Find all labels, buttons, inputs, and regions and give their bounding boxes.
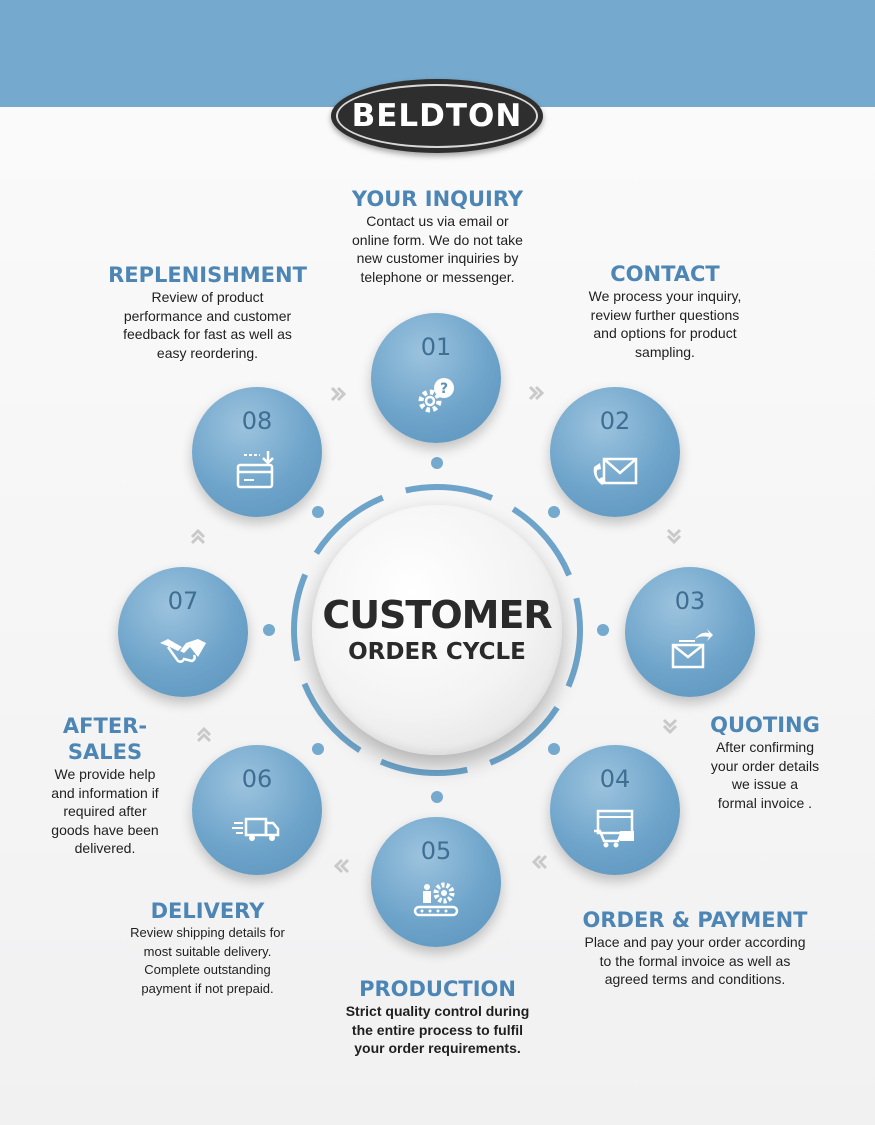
step-number: 02 bbox=[599, 407, 631, 435]
step-01-circle: 01 ? bbox=[371, 313, 501, 443]
step-05-circle: 05 bbox=[371, 817, 501, 947]
step-title: REPLENISHMENT bbox=[108, 263, 307, 287]
center-disc: CUSTOMER ORDER CYCLE bbox=[312, 505, 562, 755]
step-title: AFTER-SALES bbox=[62, 714, 148, 764]
chevron-right-icon bbox=[330, 386, 347, 402]
step-description-line: Review shipping details for bbox=[130, 925, 285, 940]
step-04-label: ORDER & PAYMENT Place and pay your order… bbox=[560, 907, 830, 989]
conveyor-gear-icon bbox=[413, 882, 459, 917]
step-number: 04 bbox=[599, 765, 631, 793]
step-03-label: QUOTING After confirming your order deta… bbox=[685, 712, 845, 812]
step-title: ORDER & PAYMENT bbox=[582, 908, 808, 932]
step-number: 07 bbox=[167, 587, 199, 615]
connector-dot bbox=[548, 743, 560, 755]
step-description-line: agreed terms and conditions. bbox=[604, 971, 786, 987]
center-subtitle: ORDER CYCLE bbox=[348, 639, 526, 665]
chevron-up-icon bbox=[196, 726, 212, 743]
step-04-circle: 04 bbox=[550, 745, 680, 875]
step-number: 06 bbox=[241, 765, 273, 793]
step-description-line: Complete outstanding bbox=[144, 962, 271, 977]
chevron-up-icon bbox=[190, 528, 206, 545]
chevron-left-icon bbox=[531, 854, 548, 870]
step-description-line: Review of product bbox=[151, 289, 264, 305]
step-description-line: After confirming bbox=[715, 739, 815, 755]
step-description-line: formal invoice . bbox=[717, 794, 813, 811]
chevron-down-icon bbox=[662, 718, 678, 735]
step-02-circle: 02 bbox=[550, 387, 680, 517]
step-number: 08 bbox=[241, 407, 273, 435]
step-description-line: your order requirements. bbox=[354, 1040, 521, 1056]
step-description-line: required after bbox=[63, 803, 147, 819]
step-description-line: and options for product bbox=[593, 325, 737, 341]
step-03-circle: 03 bbox=[625, 567, 755, 697]
step-number: 01 bbox=[420, 333, 452, 361]
step-number: 05 bbox=[420, 837, 452, 865]
step-description-line: We provide help bbox=[54, 766, 156, 782]
step-description-line: and information if bbox=[51, 784, 159, 801]
step-06-label: DELIVERY Review shipping details for mos… bbox=[100, 898, 315, 998]
delivery-truck-icon bbox=[232, 817, 280, 841]
step-title: YOUR INQUIRY bbox=[351, 187, 524, 211]
envelope-send-icon bbox=[671, 629, 713, 669]
step-01-label: YOUR INQUIRY Contact us via email or onl… bbox=[315, 186, 560, 286]
step-08-label: REPLENISHMENT Review of product performa… bbox=[95, 262, 320, 362]
beldton-logo: BELDTON bbox=[331, 79, 543, 153]
logo-text: BELDTON bbox=[351, 98, 523, 134]
step-description-line: we issue a bbox=[731, 776, 799, 792]
gear-question-icon: ? bbox=[418, 378, 454, 413]
step-07-label: AFTER-SALES We provide help and informat… bbox=[30, 713, 180, 858]
chevron-right-icon bbox=[528, 385, 545, 401]
chevron-down-icon bbox=[666, 528, 682, 545]
step-description-line: your order details bbox=[710, 757, 820, 774]
step-description-line: review further questions bbox=[590, 306, 740, 323]
step-description-line: online form. We do not take bbox=[352, 231, 523, 248]
step-08-circle: 08 bbox=[192, 387, 322, 517]
step-title: CONTACT bbox=[610, 262, 720, 286]
handshake-icon bbox=[160, 639, 206, 663]
step-title: DELIVERY bbox=[150, 899, 265, 923]
step-description-line: feedback for fast as well as bbox=[123, 326, 292, 342]
step-description-line: the entire process to fulfil bbox=[351, 1021, 524, 1038]
step-06-circle: 06 bbox=[192, 745, 322, 875]
connector-dot bbox=[548, 506, 560, 518]
step-description-line: payment if not prepaid. bbox=[141, 980, 274, 996]
step-description-line: Strict quality control during bbox=[345, 1003, 530, 1019]
chevron-left-icon bbox=[333, 858, 350, 874]
connector-dot bbox=[597, 624, 609, 636]
step-description-line: most suitable delivery. bbox=[143, 943, 272, 959]
connector-dot bbox=[312, 743, 324, 755]
step-number: 03 bbox=[674, 587, 706, 615]
svg-text:?: ? bbox=[440, 381, 448, 397]
step-02-label: CONTACT We process your inquiry, review … bbox=[560, 261, 770, 361]
connector-dot bbox=[263, 624, 275, 636]
step-title: PRODUCTION bbox=[359, 977, 516, 1001]
center-title: CUSTOMER bbox=[322, 593, 552, 637]
step-description-line: delivered. bbox=[74, 840, 136, 856]
step-title: QUOTING bbox=[710, 713, 820, 737]
connector-dot bbox=[431, 791, 443, 803]
step-07-circle: 07 bbox=[118, 567, 248, 697]
step-description-line: performance and customer bbox=[123, 307, 292, 324]
connector-dot bbox=[431, 457, 443, 469]
phone-envelope-icon bbox=[593, 457, 638, 485]
step-description-line: easy reordering. bbox=[156, 344, 259, 361]
step-description-line: telephone or messenger. bbox=[360, 268, 515, 285]
step-description-line: sampling. bbox=[635, 343, 695, 360]
connector-dot bbox=[312, 506, 324, 518]
card-download-icon bbox=[236, 451, 274, 489]
step-05-label: PRODUCTION Strict quality control during… bbox=[320, 976, 555, 1058]
step-description-line: Place and pay your order according bbox=[584, 934, 806, 950]
step-description-line: to the formal invoice as well as bbox=[599, 952, 791, 969]
step-description-line: new customer inquiries by bbox=[356, 250, 519, 266]
step-description-line: goods have been bbox=[51, 821, 159, 838]
cart-payment-icon bbox=[594, 809, 634, 848]
step-description-line: Contact us via email or bbox=[366, 213, 509, 229]
step-description-line: We process your inquiry, bbox=[588, 288, 742, 304]
